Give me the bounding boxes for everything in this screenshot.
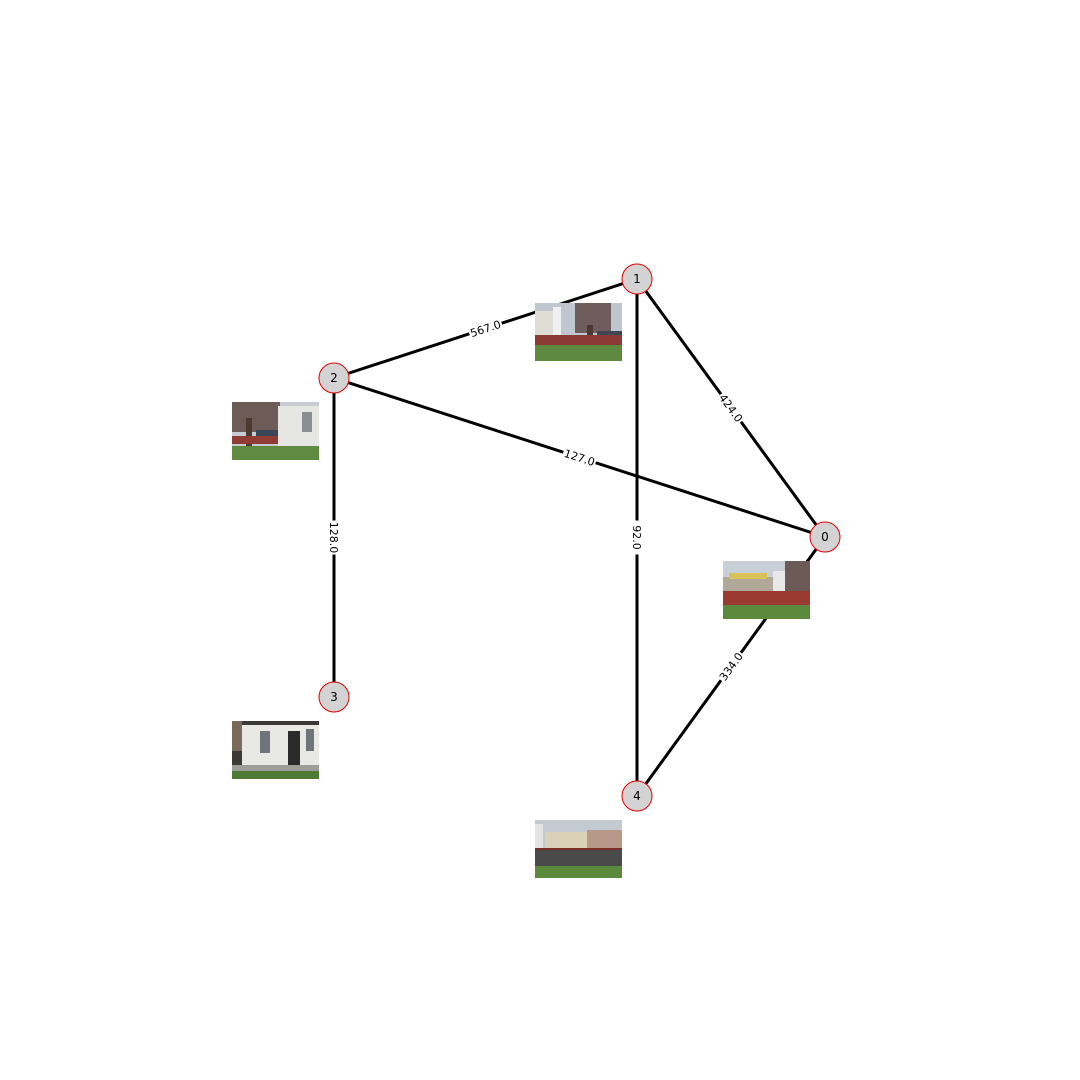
edge-label-background (714, 389, 748, 427)
node-3-thumbnail-image (232, 721, 319, 779)
node-4: 4 (621, 780, 653, 812)
node-label: 0 (821, 530, 829, 544)
edge-label-background (466, 315, 505, 342)
node-4-thumbnail-image (535, 820, 622, 878)
node-2-thumbnail-image (232, 402, 319, 460)
edge-weight-label: 128.0 (326, 520, 342, 555)
node-1: 1 (621, 263, 653, 295)
node-circle (621, 780, 653, 812)
node-label: 4 (633, 789, 641, 803)
node-label: 2 (330, 371, 338, 385)
edge-weight-label: 127.0 (560, 444, 599, 471)
thumbnails-layer (232, 303, 810, 878)
node-0: 0 (809, 521, 841, 553)
node-0-thumbnail-image (723, 561, 810, 619)
edge-labels-layer: 567.0 424.0 127.0 128.0 92.0 334.0 (326, 315, 748, 685)
node-circle (809, 521, 841, 553)
edge-weight-label: 567.0 (466, 315, 505, 342)
node-circle (621, 263, 653, 295)
node-label: 1 (633, 272, 641, 286)
edge-label-background (326, 520, 342, 555)
nodes-layer: 0 1 2 3 4 (318, 263, 841, 812)
edge-weight-label: 334.0 (714, 648, 748, 685)
node-label: 3 (330, 690, 338, 704)
node-circle (318, 681, 350, 713)
edge-label-background (560, 444, 599, 471)
edge-weight-label: 424.0 (714, 389, 748, 427)
node-1-thumbnail-image (535, 303, 622, 361)
node-circle (318, 362, 350, 394)
edge-label-background (629, 520, 645, 555)
edge-weight-text: 92.0 (630, 525, 643, 550)
edge-weight-label: 92.0 (629, 520, 645, 555)
node-2: 2 (318, 362, 350, 394)
node-3: 3 (318, 681, 350, 713)
edge-weight-text: 128.0 (327, 522, 340, 554)
edge-label-background (714, 648, 748, 685)
